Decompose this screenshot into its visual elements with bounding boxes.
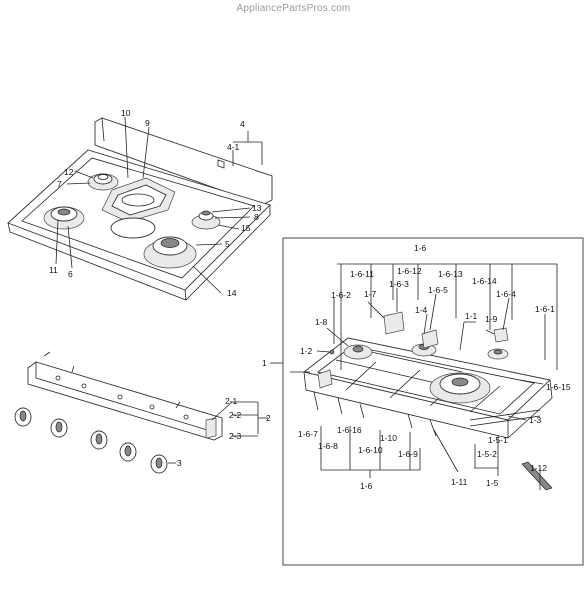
label-1-5: 1-5	[486, 478, 499, 488]
burner-box-leaders	[290, 263, 558, 490]
label-1-11: 1-11	[451, 477, 468, 487]
label-1-6-10: 1-6-10	[358, 445, 383, 455]
label-1-6-bottom: 1-6	[360, 481, 373, 491]
label-1-10: 1-10	[380, 433, 397, 443]
label-1: 1	[262, 358, 267, 368]
burner-rear-right	[191, 210, 221, 230]
label-1-12: 1-12	[530, 463, 547, 473]
label-1-6-14: 1-6-14	[472, 276, 497, 286]
label-1-8: 1-8	[315, 317, 328, 327]
label-1-6-5: 1-6-5	[428, 285, 448, 295]
label-10: 10	[121, 108, 131, 118]
label-1-6-11: 1-6-11	[350, 269, 374, 279]
label-1-6-12: 1-6-12	[397, 266, 422, 276]
label-1-5-1: 1-5-1	[488, 435, 508, 445]
burner-box-assembly	[302, 311, 553, 491]
manifold-panel	[14, 351, 268, 474]
label-11: 11	[49, 265, 58, 275]
label-1-6-1: 1-6-1	[535, 304, 555, 314]
label-1-6-4: 1-6-4	[496, 289, 516, 299]
label-4: 4	[240, 119, 245, 129]
label-1-7: 1-7	[364, 289, 377, 299]
label-1-5-2: 1-5-2	[477, 449, 497, 459]
burner-center-oval	[101, 177, 176, 239]
label-2-1: 2-1	[225, 396, 238, 406]
label-7: 7	[57, 179, 62, 189]
label-1-6-7: 1-6-7	[298, 429, 318, 439]
label-4-1: 4-1	[227, 142, 240, 152]
label-2: 2	[266, 413, 271, 423]
label-1-6-13: 1-6-13	[438, 269, 463, 279]
label-1-1: 1-1	[465, 311, 478, 321]
watermark: AppliancePartsPros.com	[236, 3, 351, 14]
label-3: 3	[177, 458, 182, 468]
label-1-6-9: 1-6-9	[398, 449, 418, 459]
label-1-6-8: 1-6-8	[318, 441, 338, 451]
inset-frame	[282, 237, 584, 566]
knob-set	[14, 407, 168, 474]
label-1-6-2: 1-6-2	[331, 290, 351, 300]
cooktop-assembly	[7, 117, 273, 301]
label-5: 5	[225, 239, 230, 249]
label-2-2: 2-2	[229, 410, 242, 420]
label-1-6-top: 1-6	[414, 243, 427, 253]
label-13: 13	[252, 203, 262, 213]
label-1-6-3: 1-6-3	[389, 279, 409, 289]
label-1-4: 1-4	[415, 305, 428, 315]
cooktop-leaders	[55, 116, 263, 294]
label-6: 6	[68, 269, 73, 279]
label-15: 15	[241, 223, 251, 233]
label-1-2: 1-2	[300, 346, 313, 356]
label-1-6-15: 1-6-15	[546, 382, 571, 392]
label-1-6-16: 1-6-16	[337, 425, 362, 435]
label-8: 8	[254, 212, 259, 222]
part-labels: 4 4-1 10 9 12 7 13 8 15 5 11 6 14 1-6 1-…	[49, 108, 571, 491]
label-9: 9	[145, 118, 150, 128]
burner-front-right	[143, 236, 197, 269]
label-12: 12	[64, 167, 74, 177]
label-1-3: 1-3	[529, 415, 542, 425]
burner-rear-left	[87, 173, 119, 191]
label-14: 14	[227, 288, 237, 298]
label-1-9: 1-9	[485, 314, 498, 324]
label-2-3: 2-3	[229, 431, 242, 441]
burner-front-left	[43, 206, 85, 230]
